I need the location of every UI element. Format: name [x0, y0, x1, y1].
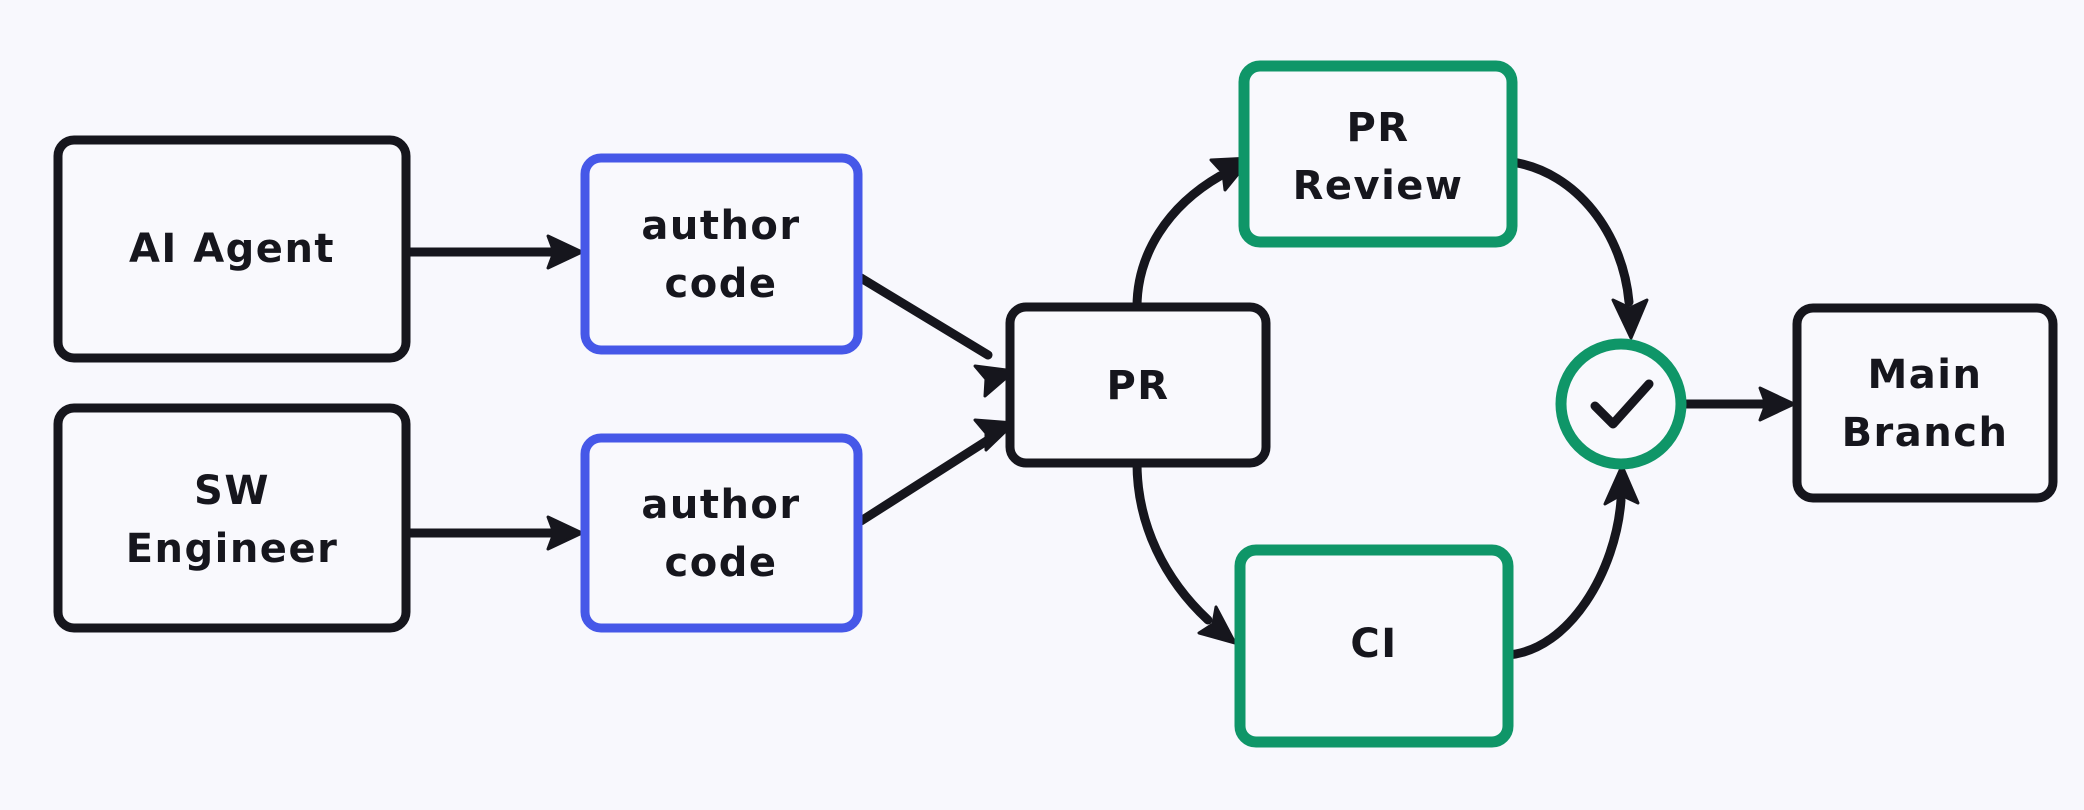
node-pr-label: PR	[1106, 363, 1169, 409]
node-ci-box[interactable]	[1234, 544, 1514, 748]
node-sw-engineer-label-line1: SW	[194, 468, 270, 514]
node-main-branch-label-line2: Branch	[1842, 410, 2009, 456]
edge-pr-to-ci	[1132, 458, 1237, 645]
edge-author-code-bottom-to-pr	[856, 418, 1016, 526]
node-sw-engineer-label-line2: Engineer	[126, 526, 339, 572]
node-author-code-top-box[interactable]	[580, 153, 863, 355]
edge-author-code-top-to-pr	[856, 273, 1016, 398]
node-pr-review[interactable]: PR Review	[1238, 60, 1518, 248]
node-ai-agent[interactable]: AI Agent	[53, 135, 411, 363]
edge-ci-to-check	[1503, 464, 1640, 660]
node-pr-box[interactable]	[1005, 302, 1271, 468]
edge-pr-to-pr-review	[1132, 156, 1253, 312]
node-pr[interactable]: PR	[1005, 302, 1271, 468]
node-author-code-bottom-label-line2: code	[665, 540, 778, 586]
node-ci[interactable]: CI	[1234, 544, 1514, 748]
node-sw-engineer[interactable]: SW Engineer	[53, 403, 411, 633]
node-pr-review-label-line2: Review	[1293, 163, 1464, 209]
check-icon	[1590, 379, 1654, 429]
edge-sw-engineer-to-author-code	[401, 515, 584, 551]
node-ci-label: CI	[1350, 621, 1397, 667]
edge-ai-agent-to-author-code	[401, 234, 584, 270]
edge-check-to-main-branch	[1678, 386, 1796, 422]
node-author-code-top-label-line2: code	[665, 261, 778, 307]
approved-check-circle[interactable]	[1555, 338, 1687, 470]
node-sw-engineer-box[interactable]	[53, 403, 411, 633]
node-main-branch[interactable]: Main Branch	[1792, 303, 2058, 503]
node-ai-agent-label: AI Agent	[129, 226, 335, 272]
node-pr-review-box[interactable]	[1238, 60, 1518, 248]
node-ai-agent-box[interactable]	[53, 135, 411, 363]
node-layer: AI Agent SW Engineer author code author …	[53, 60, 2058, 748]
node-approved-check[interactable]	[1555, 338, 1687, 470]
node-author-code-top-label-line1: author	[641, 203, 800, 249]
node-author-code-bottom-label-line1: author	[641, 482, 800, 528]
edge-pr-review-to-check	[1507, 157, 1649, 340]
node-main-branch-box[interactable]	[1792, 303, 2058, 503]
node-pr-review-label-line1: PR	[1346, 105, 1409, 151]
node-author-code-bottom-box[interactable]	[580, 433, 863, 633]
node-author-code-top[interactable]: author code	[580, 153, 863, 355]
node-main-branch-label-line1: Main	[1868, 352, 1983, 398]
node-author-code-bottom[interactable]: author code	[580, 433, 863, 633]
